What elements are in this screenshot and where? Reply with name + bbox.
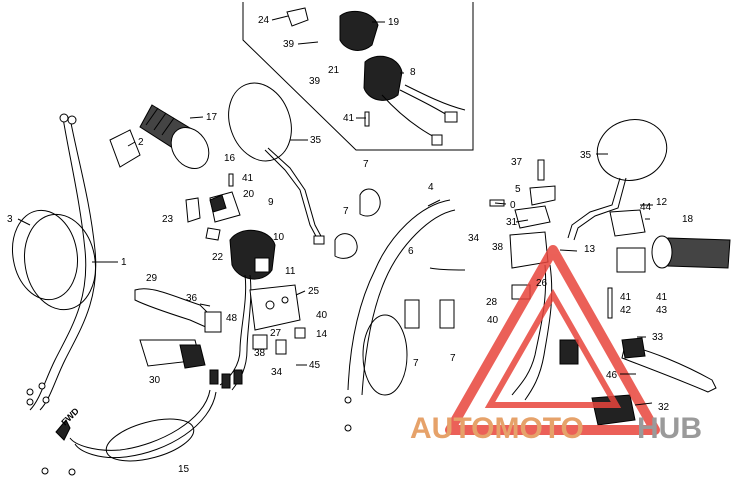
center-cables (344, 199, 505, 432)
callout-31: 31 (506, 217, 518, 228)
lever-bracket-part (139, 339, 206, 369)
callout-7b: 7 (343, 206, 349, 217)
callout-46: 46 (606, 370, 618, 381)
fwd-label: FWD (59, 405, 81, 427)
callout-39b: 39 (309, 76, 321, 87)
callout-34a: 34 (271, 367, 283, 378)
callout-40b: 40 (487, 315, 499, 326)
right-switch-parts (509, 159, 646, 319)
callout-35a: 35 (310, 135, 322, 146)
callout-10: 10 (273, 232, 285, 243)
callout-29: 29 (146, 273, 158, 284)
callout-2: 2 (138, 137, 144, 148)
callout-17: 17 (206, 112, 218, 123)
callout-21: 21 (328, 65, 340, 76)
callout-20: 20 (243, 189, 255, 200)
callout-6: 6 (408, 246, 414, 257)
callout-8: 8 (410, 67, 416, 78)
callout-24: 24 (258, 15, 270, 26)
callout-41b: 41 (242, 173, 254, 184)
switch-small-parts (185, 173, 241, 241)
callout-38a: 38 (254, 348, 266, 359)
callout-22: 22 (212, 252, 224, 263)
brake-lever (621, 337, 717, 393)
callout-14: 14 (316, 329, 328, 340)
callout-1: 1 (121, 257, 127, 268)
callout-30: 30 (149, 375, 161, 386)
callout-37: 37 (511, 157, 523, 168)
callout-3: 3 (7, 214, 13, 225)
callout-43: 43 (656, 305, 668, 316)
watermark-text-b: HUB (637, 412, 702, 445)
callout-38b: 38 (492, 242, 504, 253)
left-mirror (228, 82, 325, 245)
callout-11: 11 (285, 266, 296, 277)
callout-32: 32 (658, 402, 670, 413)
callout-16: 16 (224, 153, 236, 164)
callout-36: 36 (186, 293, 198, 304)
callout-45: 45 (309, 360, 321, 371)
inset-box-switch-assembly (242, 2, 474, 151)
callout-9: 9 (268, 197, 274, 208)
callout-25: 25 (308, 286, 320, 297)
callout-0: 0 (510, 200, 516, 211)
inset-switch-parts (286, 7, 466, 146)
callout-19: 19 (388, 17, 400, 28)
callout-35b: 35 (580, 150, 592, 161)
callout-4: 4 (428, 182, 434, 193)
throttle-grip-part (139, 104, 210, 169)
callout-5: 5 (515, 184, 521, 195)
clutch-cable (41, 389, 217, 476)
callout-33: 33 (652, 332, 664, 343)
callout-13: 13 (584, 244, 596, 255)
callout-27: 27 (270, 328, 282, 339)
right-grip (651, 235, 731, 269)
callout-18: 18 (682, 214, 694, 225)
callout-23: 23 (162, 214, 174, 225)
callout-48: 48 (226, 313, 238, 324)
callout-15: 15 (178, 464, 190, 475)
callout-42: 42 (620, 305, 632, 316)
switch-base-parts (249, 284, 306, 355)
callout-28: 28 (486, 297, 498, 308)
callout-41d: 41 (656, 292, 668, 303)
callout-7d: 7 (450, 353, 456, 364)
watermark-text-a: AUTOMOTO (410, 412, 584, 445)
left-switch-housing (209, 229, 276, 391)
choke-cable-coil (12, 209, 96, 311)
callout-40a: 40 (316, 310, 328, 321)
callout-34b: 34 (468, 233, 480, 244)
callout-7c: 7 (413, 358, 419, 369)
callout-7a: 7 (363, 159, 369, 170)
right-wiring (511, 264, 579, 401)
callout-26: 26 (536, 278, 548, 289)
grip-end-part (109, 129, 141, 168)
watermark-logo (445, 245, 660, 435)
fwd-arrow: FWD (55, 405, 81, 441)
callout-12: 12 (656, 197, 668, 208)
callout-44: 44 (640, 202, 652, 213)
callout-39a: 39 (283, 39, 295, 50)
callout-41c: 41 (620, 292, 632, 303)
clutch-lever (134, 288, 222, 333)
leader-lines (17, 15, 653, 406)
throttle-cables (26, 113, 97, 411)
right-mirror (567, 119, 668, 241)
callout-41a: 41 (343, 113, 355, 124)
cable-clips (334, 188, 455, 329)
